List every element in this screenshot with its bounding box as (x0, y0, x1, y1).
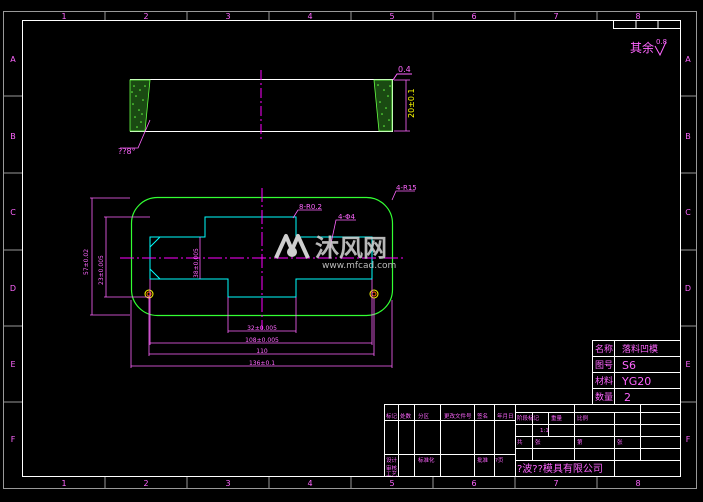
corner-radius-label: 4-R15 (396, 184, 417, 192)
info-value-drawing-no: S6 (622, 359, 636, 372)
grid-col-label: 6 (471, 479, 476, 488)
grid-row-label: D (685, 284, 691, 293)
dim-136-label: 136±0.1 (249, 360, 275, 367)
stage-label: 阶段标记 (517, 414, 540, 422)
grid-row-label: C (685, 208, 691, 217)
hatch-dots (131, 84, 391, 128)
grid-col-label: 3 (225, 12, 230, 21)
roughness-note-text: 其余 (630, 40, 654, 55)
grid-col-label: 5 (389, 12, 394, 21)
title-design-cell: 批准 (477, 456, 489, 464)
dowel-hole-right (369, 289, 379, 299)
title-header-cell: 更改文件号 (444, 412, 472, 420)
grid-row-label: F (11, 435, 16, 444)
title-block: 标记 处数 分区 更改文件号 签名 年月日 设计 标准化 审核 工艺 批准 阶段… (384, 404, 681, 478)
page-fragment: ?页 (495, 457, 504, 464)
grid-col-label: 6 (471, 12, 476, 21)
grid-col-label: 4 (307, 479, 312, 488)
grid-col-label: 2 (143, 12, 148, 21)
dim-108-label: 108±0.005 (245, 337, 279, 344)
plan-view: 4-R15 8-R0.2 4-Φ4 57±0.02 23±0.005 38±0.… (83, 184, 417, 368)
watermark-url: www.mfcad.com (322, 261, 396, 271)
dim-110-label: 110 (256, 348, 268, 355)
inner-radius-label: 8-R0.2 (299, 203, 322, 211)
watermark: 沐风网 www.mfcad.com (274, 234, 396, 271)
grid-row-label: E (685, 360, 690, 369)
roughness-note: 其余 0.8 (630, 38, 667, 57)
grid-col-label: 8 (635, 479, 640, 488)
info-label: 名称 (595, 343, 613, 355)
weight-label: 重量 (551, 414, 563, 422)
info-value-name: 落料凹模 (622, 343, 658, 355)
title-header-cell: 处数 (400, 412, 412, 420)
watermark-logo-icon (274, 234, 310, 259)
title-design-cell: 工艺 (386, 471, 398, 478)
grid-row-label: C (10, 208, 16, 217)
roughness-leader (392, 73, 412, 81)
bevel-label: ??8° (118, 147, 136, 156)
grid-col-label: 8 (635, 12, 640, 21)
side-view-outline (130, 79, 393, 132)
grid-row-label: D (10, 284, 16, 293)
title-design-cell: 审核 (386, 464, 398, 472)
title-header-cell: 年月日 (497, 412, 514, 420)
info-label: 材料 (595, 375, 613, 387)
roughness-value: 0.8 (656, 38, 667, 46)
grid-col-label: 3 (225, 479, 230, 488)
dim-38-label: 38±0.005 (193, 248, 200, 278)
sheet-cell: 共 (517, 438, 523, 446)
projection-marker (613, 20, 681, 29)
info-table: 名称 落料凹模 图号 S6 材料 YG20 数量 2 (592, 340, 681, 405)
grid-col-label: 7 (553, 479, 558, 488)
company-name: ?波??模具有限公司 (517, 462, 603, 475)
scale-label: 比例 (577, 414, 589, 422)
roughness-symbol-icon (654, 41, 667, 57)
grid-column-labels-bottom: 1 2 3 4 5 6 7 8 (61, 479, 640, 488)
sheet-cell: 第 (577, 438, 583, 446)
grid-row-label: A (10, 55, 16, 64)
dim-57-label: 57±0.02 (83, 249, 90, 275)
grid-row-label: A (685, 55, 691, 64)
grid-col-label: 5 (389, 479, 394, 488)
grid-col-label: 1 (61, 479, 66, 488)
info-value-material: YG20 (621, 375, 651, 388)
grid-row-label: B (685, 132, 691, 141)
grid-col-label: 4 (307, 12, 312, 21)
title-header-cell: 标记 (386, 412, 398, 420)
info-value-quantity: 2 (624, 391, 631, 404)
side-view-hatch-left (129, 79, 151, 132)
grid-column-labels-top: 1 2 3 4 5 6 7 8 (61, 12, 640, 21)
info-label: 数量 (595, 391, 613, 403)
side-height-label: 20±0.1 (407, 88, 416, 118)
grid-row-label: B (10, 132, 16, 141)
grid-row-label: F (686, 435, 691, 444)
grid-col-label: 1 (61, 12, 66, 21)
grid-row-labels-left: A B C D E F (10, 55, 16, 444)
title-design-cell: 标准化 (418, 456, 435, 464)
sheet-cell: 张 (535, 438, 541, 446)
side-roughness-label: 0.4 (398, 65, 411, 74)
sheet-cell: 张 (617, 438, 623, 446)
dim-23-label: 23±0.005 (98, 255, 105, 285)
hole-label: 4-Φ4 (338, 213, 355, 221)
grid-row-labels-right: A B C D E F (685, 55, 691, 444)
title-header-cell: 签名 (477, 412, 488, 420)
side-view-hatch-right (373, 79, 393, 132)
dim-32-label: 32±0.005 (247, 325, 277, 332)
grid-row-label: E (10, 360, 15, 369)
watermark-brand: 沐风网 (315, 234, 387, 262)
title-header-cell: 分区 (418, 412, 430, 420)
grid-col-label: 7 (553, 12, 558, 21)
info-label: 图号 (595, 360, 613, 371)
grid-col-label: 2 (143, 479, 148, 488)
scale-value: 1:1 (540, 428, 549, 434)
grid-ticks (3, 11, 696, 488)
side-view: 0.4 20±0.1 ??8° (118, 65, 416, 156)
left-vertical-dimensions (90, 197, 201, 316)
title-design-cell: 设计 (386, 456, 398, 464)
bottom-horizontal-dimensions (130, 279, 393, 368)
